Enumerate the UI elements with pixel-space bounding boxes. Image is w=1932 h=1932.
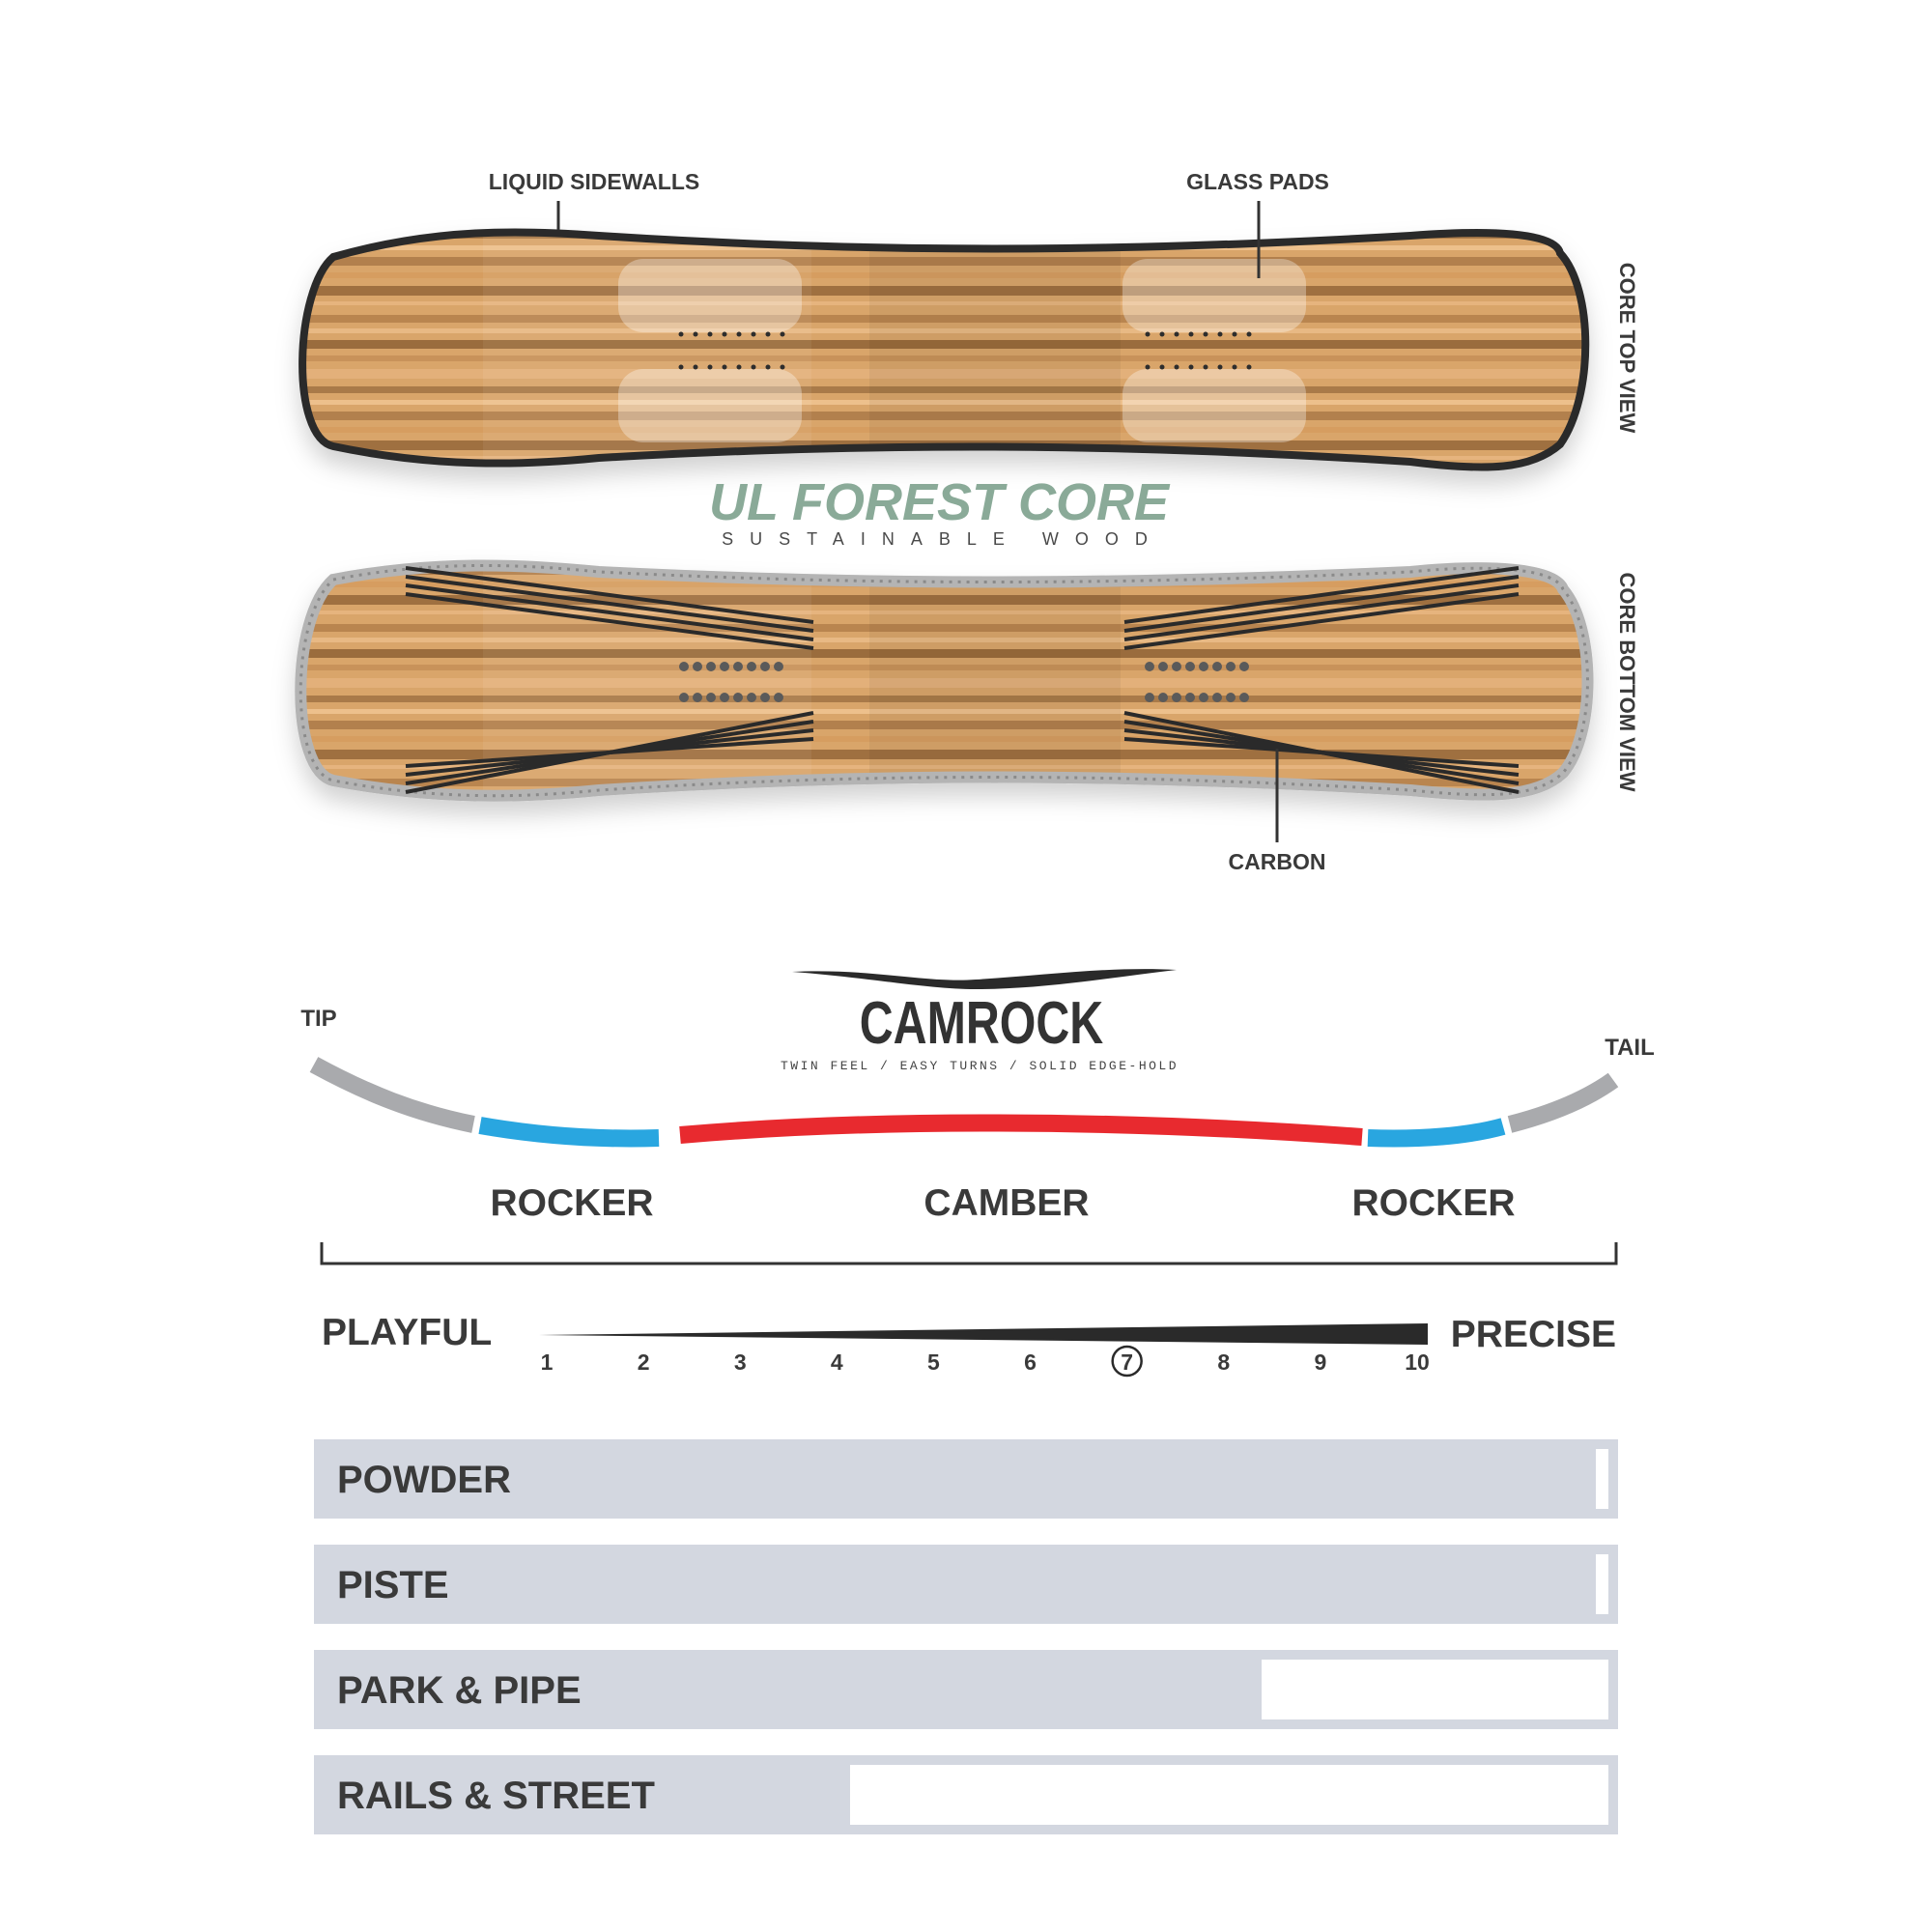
- terrain-bar: RAILS & STREET: [314, 1755, 1618, 1834]
- core-top-view-label: CORE TOP VIEW: [1615, 263, 1639, 434]
- flex-left-label: PLAYFUL: [322, 1312, 492, 1353]
- terrain-bar-remaining: [1596, 1449, 1608, 1509]
- core-bottom-view: [295, 559, 1594, 802]
- length-bracket: [320, 1242, 1618, 1265]
- flex-tick-8: 8: [1217, 1350, 1230, 1375]
- rocker-left-segment: [478, 1117, 660, 1148]
- terrain-bar-remaining: [1596, 1554, 1608, 1614]
- rocker-right-segment: [1367, 1118, 1506, 1148]
- zone-label-rocker-left: ROCKER: [490, 1182, 653, 1224]
- glass-pads-label: GLASS PADS: [1186, 169, 1329, 194]
- flex-tick-1: 1: [541, 1350, 554, 1375]
- tip-label: TIP: [300, 1006, 336, 1032]
- inserts-top: [678, 331, 1252, 370]
- tail-label: TAIL: [1605, 1035, 1655, 1061]
- flex-right-label: PRECISE: [1451, 1314, 1616, 1355]
- sidewalls-label: LIQUID SIDEWALLS: [489, 169, 700, 194]
- flex-tick-9: 9: [1314, 1350, 1326, 1375]
- profile-curve: [309, 1057, 1619, 1148]
- flex-tick-5: 5: [927, 1350, 940, 1375]
- board-bottom-edge-dashes: [298, 563, 1589, 798]
- camber-segment: [679, 1114, 1363, 1146]
- terrain-bar: POWDER: [314, 1439, 1618, 1519]
- flex-tick-3: 3: [734, 1350, 747, 1375]
- terrain-label: POWDER: [337, 1459, 511, 1501]
- tip-rocker-segment: [309, 1057, 475, 1133]
- core-subtitle: SUSTAINABLE WOOD: [722, 529, 1164, 549]
- flex-tick-6: 6: [1024, 1350, 1037, 1375]
- board-top-outline: [298, 228, 1590, 471]
- terrain-label: PISTE: [337, 1564, 449, 1606]
- core-title: UL FOREST CORE: [709, 473, 1171, 531]
- flex-wedge: [539, 1323, 1428, 1345]
- flex-selected-ring: [1111, 1345, 1143, 1378]
- inserts-bottom: [679, 662, 1249, 702]
- terrain-label: RAILS & STREET: [337, 1775, 655, 1817]
- terrain-bar-remaining: [1262, 1660, 1608, 1719]
- profile-name: CAMROCK: [860, 989, 1103, 1056]
- terrain-bar: PARK & PIPE: [314, 1650, 1618, 1729]
- terrain-bar-remaining: [850, 1765, 1608, 1825]
- flex-tick-7: 7: [1121, 1350, 1133, 1375]
- flex-tick-4: 4: [831, 1350, 843, 1375]
- zone-label-rocker-right: ROCKER: [1351, 1182, 1515, 1224]
- terrain-bar: PISTE: [314, 1545, 1618, 1624]
- flex-tick-2: 2: [638, 1350, 650, 1375]
- terrain-label: PARK & PIPE: [337, 1669, 582, 1712]
- flex-tick-10: 10: [1405, 1350, 1430, 1375]
- profile-tagline: TWIN FEEL / EASY TURNS / SOLID EDGE-HOLD: [781, 1059, 1179, 1073]
- carbon-stringers: [405, 566, 1520, 794]
- tail-rocker-segment: [1507, 1072, 1619, 1133]
- carbon-label: CARBON: [1229, 849, 1326, 874]
- core-top-view: [298, 228, 1590, 471]
- camrock-logo-swoosh: [792, 969, 1177, 989]
- zone-label-camber: CAMBER: [923, 1182, 1089, 1224]
- core-bottom-view-label: CORE BOTTOM VIEW: [1615, 573, 1639, 792]
- flex-ticks: 1 2 3 4 5 6 7 8 9 10: [541, 1345, 1430, 1378]
